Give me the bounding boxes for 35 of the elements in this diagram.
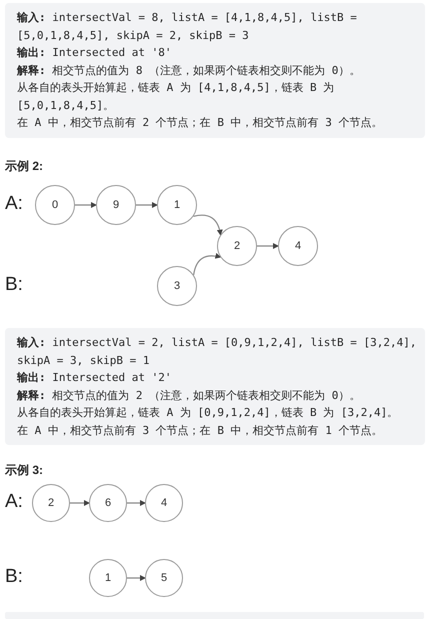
list-node-circle: 2 [217, 226, 257, 266]
arrow [136, 202, 158, 208]
explanation-text: 从各自的表头开始算起，链表 A 为 [0,9,1,2,4]，链表 B 为 [3,2,4]。 [17, 405, 400, 421]
example-heading: 示例 3: [5, 462, 44, 479]
arrow [127, 575, 146, 581]
list-node-circle: 5 [145, 559, 183, 597]
output-line: 输出: Intersected at '2' [17, 370, 172, 386]
arrow [75, 202, 97, 208]
list-node-circle: 9 [96, 185, 136, 225]
input-line: 输入: intersectVal = 2, listA = [0,9,1,2,4], listB = [3,2,4], skipA = 3, skipB = 1 [17, 335, 417, 368]
list-node-circle: 1 [157, 185, 197, 225]
explanation-text: 在 A 中，相交节点前有 2 个节点；在 B 中，相交节点前有 3 个节点。 [17, 115, 384, 131]
arrow [70, 500, 90, 506]
arrow [193, 253, 222, 276]
list-node-circle: 3 [157, 266, 197, 306]
list-node-circle: 4 [278, 226, 318, 266]
list-node-circle: 0 [35, 185, 75, 225]
arrow [127, 500, 146, 506]
list-node-circle: 1 [89, 559, 127, 597]
list-node-circle: 2 [32, 484, 70, 522]
list-node-circle: 6 [89, 484, 127, 522]
list-label: B: [5, 566, 23, 588]
list-label: A: [5, 193, 23, 215]
input-line: 输入: intersectVal = 8, listA = [4,1,8,4,5], listB = [5,0,1,8,4,5], skipA = 2, skipB = 3 [17, 10, 358, 44]
arrow [257, 243, 279, 249]
explanation-text: 从各自的表头开始算起，链表 A 为 [4,1,8,4,5]，链表 B 为 [5,0,1,8,4,5]。 [17, 80, 336, 114]
example-heading: 示例 2: [5, 158, 44, 175]
list-label: A: [5, 491, 23, 513]
explanation-text: 解释: 相交节点的值为 2 （注意，如果两个链表相交则不能为 0）。 [17, 388, 362, 404]
explanation-text: 在 A 中，相交节点前有 3 个节点；在 B 中，相交节点前有 1 个节点。 [17, 422, 384, 438]
list-node-circle: 4 [145, 484, 183, 522]
output-line: 输出: Intersected at '8' [17, 45, 172, 61]
explanation-text: 解释: 相交节点的值为 8 （注意，如果两个链表相交则不能为 0）。 [17, 62, 362, 78]
list-label: B: [5, 274, 23, 296]
arrow [193, 214, 223, 236]
